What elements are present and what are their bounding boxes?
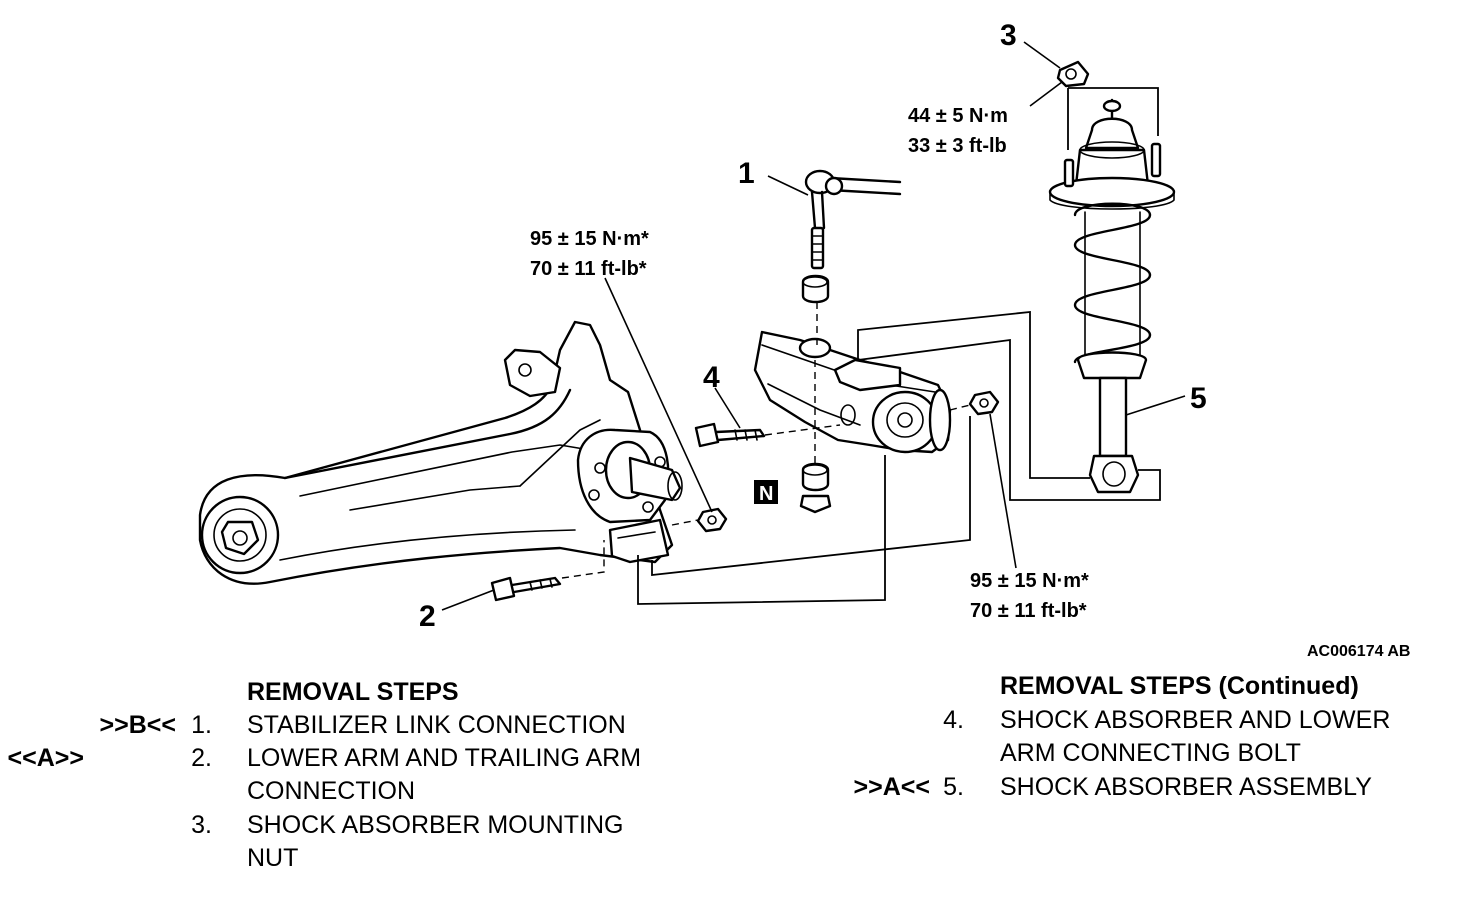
torque-left-nm: 95 ± 15 N·m* bbox=[530, 228, 649, 250]
step-4-text-line-2: ARM CONNECTING BOLT bbox=[1000, 739, 1301, 767]
new-part-mark-letter: N bbox=[759, 483, 773, 505]
step-1-number: 1. bbox=[191, 711, 212, 739]
step-5-number: 5. bbox=[943, 773, 964, 801]
lower-arm-shock-bracket bbox=[857, 311, 1090, 479]
step-1-marker: >>B<< bbox=[99, 711, 176, 739]
callout-2: 2 bbox=[419, 600, 436, 633]
step-2-text-line-1: LOWER ARM AND TRAILING ARM bbox=[247, 744, 642, 772]
removal-steps-continued-header: REMOVAL STEPS (Continued) bbox=[1000, 672, 1359, 700]
callout-3: 3 bbox=[1000, 19, 1017, 52]
trailing-arm bbox=[198, 320, 683, 585]
shock-mounting-nut bbox=[1056, 60, 1090, 88]
removal-steps-right: REMOVAL STEPS (Continued) 4. SHOCK ABSOR… bbox=[820, 670, 1472, 830]
callout-1: 1 bbox=[738, 157, 755, 190]
step-3-text-line-2: NUT bbox=[247, 844, 299, 872]
step-3-text-line-1: SHOCK ABSORBER MOUNTING bbox=[247, 811, 624, 839]
leader-3 bbox=[1023, 41, 1061, 69]
step-2-number: 2. bbox=[191, 744, 212, 772]
torque-right-ftlb: 70 ± 11 ft-lb* bbox=[970, 600, 1087, 622]
torque-nut-3-ftlb: 33 ± 3 ft-lb bbox=[908, 135, 1007, 157]
new-part-mark: N bbox=[754, 480, 778, 505]
step-2-text-line-2: CONNECTION bbox=[247, 777, 416, 805]
lower-arm bbox=[753, 330, 952, 454]
torque-nut-3-nm: 44 ± 5 N·m bbox=[908, 105, 1008, 127]
leader-4 bbox=[714, 387, 741, 429]
leader-2 bbox=[441, 589, 495, 611]
step-5-marker: >>A<< bbox=[853, 773, 930, 801]
shock-lower-bolt bbox=[694, 422, 841, 448]
step-1-text: STABILIZER LINK CONNECTION bbox=[247, 711, 626, 739]
nut-alignment-lines bbox=[1067, 87, 1159, 150]
callout-4: 4 bbox=[703, 361, 720, 394]
leader-torque-left bbox=[604, 277, 713, 513]
stabilizer-link bbox=[799, 169, 902, 514]
lower-arm-nut bbox=[671, 507, 728, 533]
leader-torque-right bbox=[989, 413, 1017, 569]
trailing-arm-lower-bracket-inner bbox=[651, 416, 971, 577]
step-2-marker: <<A>> bbox=[7, 744, 84, 772]
shock-absorber-assembly bbox=[1048, 98, 1176, 494]
removal-steps-left: REMOVAL STEPS >>B<< 1. STABILIZER LINK C… bbox=[0, 676, 720, 900]
removal-steps-header: REMOVAL STEPS bbox=[247, 678, 459, 706]
step-4-text-line-1: SHOCK ABSORBER AND LOWER bbox=[1000, 706, 1391, 734]
torque-right-nm: 95 ± 15 N·m* bbox=[970, 570, 1089, 592]
torque-left-ftlb: 70 ± 11 ft-lb* bbox=[530, 258, 647, 280]
leader-1 bbox=[767, 175, 809, 196]
step-5-text: SHOCK ABSORBER ASSEMBLY bbox=[1000, 773, 1372, 801]
shock-lower-nut bbox=[949, 390, 1000, 416]
lower-arm-shock-bracket-inner bbox=[857, 338, 1161, 501]
step-4-number: 4. bbox=[943, 706, 964, 734]
lower-arm-bolt bbox=[490, 540, 605, 602]
callout-5: 5 bbox=[1190, 382, 1207, 415]
figure-id: AC006174 AB bbox=[1307, 643, 1410, 660]
leader-5 bbox=[1125, 395, 1186, 416]
trailing-arm-lower-bracket bbox=[637, 455, 886, 605]
leader-3-torque bbox=[1029, 81, 1063, 107]
step-3-number: 3. bbox=[191, 811, 212, 839]
